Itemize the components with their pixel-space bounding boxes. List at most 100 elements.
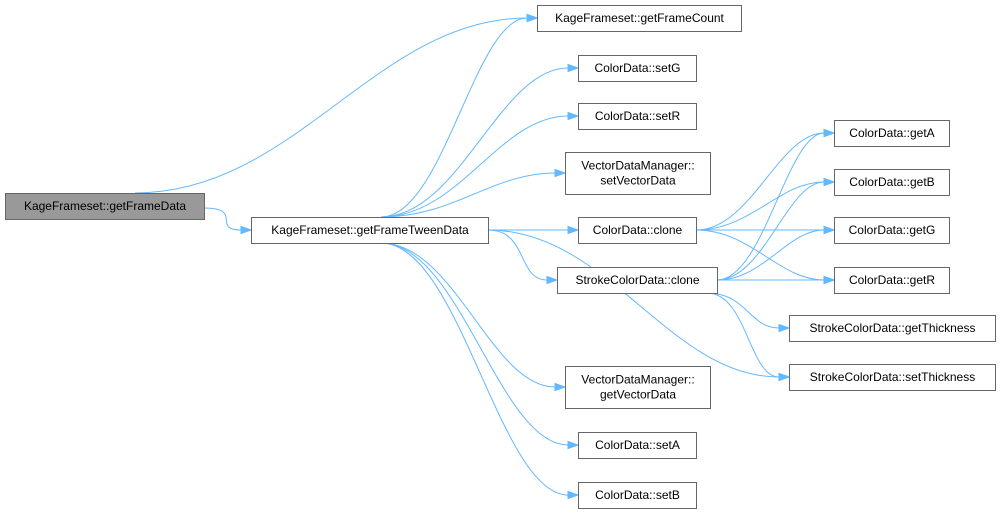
- node-label: StrokeColorData::getThickness: [809, 321, 975, 335]
- node-label: KageFrameset::getFrameData: [24, 199, 186, 213]
- node-box: [537, 5, 742, 32]
- node-label: ColorData::getG: [849, 223, 936, 237]
- node-box: [578, 103, 697, 130]
- node-label: ColorData::setB: [595, 488, 680, 502]
- node-box: [557, 267, 718, 294]
- node-label: ColorData::getB: [849, 175, 934, 189]
- edge-tween-to-setG: [380, 63, 580, 218]
- edge-arrowhead: [546, 275, 559, 285]
- edge-line: [380, 242, 569, 496]
- node-colordata-seta[interactable]: ColorData::setA: [578, 432, 697, 459]
- node-label: ColorData::getA: [849, 126, 934, 140]
- node-label: ColorData::setG: [594, 61, 680, 75]
- node-colordata-geta[interactable]: ColorData::getA: [834, 120, 950, 147]
- node-box: [578, 55, 697, 82]
- edge-line: [380, 242, 556, 388]
- edge-line: [695, 181, 825, 231]
- node-vectordatamanager-setvectordata[interactable]: VectorDataManager::setVectorData: [565, 152, 711, 195]
- node-strokecolordata-clone[interactable]: StrokeColorData::clone: [557, 267, 718, 294]
- edge-line: [380, 115, 569, 218]
- edge-clone-to-getA: [695, 128, 836, 231]
- edge-strokeClone-to-getB: [716, 177, 836, 281]
- node-kageframeset-getframetweendata[interactable]: KageFrameset::getFrameTweenData: [251, 217, 489, 244]
- edge-tween-to-setB: [380, 242, 580, 500]
- edge-arrowhead: [823, 177, 836, 187]
- edge-strokeClone-to-setThick: [706, 292, 791, 382]
- node-colordata-getb[interactable]: ColorData::getB: [834, 169, 950, 196]
- edge-tween-to-count: [380, 13, 539, 218]
- node-box: [578, 432, 697, 459]
- edge-arrowhead: [778, 372, 791, 382]
- node-box: [565, 152, 711, 195]
- node-box: [789, 364, 996, 391]
- edge-arrowhead: [823, 128, 836, 138]
- node-label: VectorDataManager::: [581, 373, 694, 387]
- node-vectordatamanager-getvectordata[interactable]: VectorDataManager::getVectorData: [565, 366, 711, 409]
- edge-line: [203, 207, 242, 231]
- node-box: [834, 169, 950, 196]
- node-label: KageFrameset::getFrameCount: [555, 11, 724, 25]
- node-box: [578, 217, 697, 244]
- edge-line: [716, 132, 825, 281]
- edge-line: [716, 181, 825, 281]
- edge-strokeClone-to-getA: [716, 128, 836, 281]
- edge-arrowhead: [567, 225, 580, 235]
- edge-tween-to-setA: [380, 242, 580, 450]
- node-label: setVectorData: [600, 174, 676, 188]
- node-strokecolordata-setthickness[interactable]: StrokeColorData::setThickness: [789, 364, 996, 391]
- edge-tween-to-setR: [380, 111, 580, 218]
- edge-line: [695, 229, 825, 281]
- edge-arrowhead: [554, 168, 567, 178]
- edge-line: [487, 229, 780, 378]
- node-colordata-getr[interactable]: ColorData::getR: [834, 267, 950, 294]
- node-label: ColorData::clone: [593, 223, 683, 237]
- edge-arrowhead: [567, 111, 580, 121]
- node-box: [834, 217, 950, 244]
- edge-line: [695, 132, 825, 231]
- node-box: [565, 366, 711, 409]
- edge-arrowhead: [567, 63, 580, 73]
- edge-root-to-tween: [203, 207, 253, 235]
- node-box: [578, 482, 697, 509]
- node-box: [834, 267, 950, 294]
- edge-strokeClone-to-getR: [717, 275, 836, 285]
- edge-arrowhead: [554, 382, 567, 392]
- node-colordata-clone[interactable]: ColorData::clone: [578, 217, 697, 244]
- edge-arrowhead: [240, 225, 253, 235]
- edge-line: [706, 292, 780, 378]
- edge-tween-to-setVector: [380, 168, 567, 218]
- edge-strokeClone-to-getG: [716, 225, 836, 281]
- node-colordata-setg[interactable]: ColorData::setG: [578, 55, 697, 82]
- edge-line: [706, 292, 780, 329]
- edge-root-to-count: [134, 13, 539, 194]
- edge-arrowhead: [823, 225, 836, 235]
- node-label: VectorDataManager::: [581, 159, 694, 173]
- node-box: [834, 120, 950, 147]
- node-strokecolordata-getthickness[interactable]: StrokeColorData::getThickness: [789, 315, 996, 342]
- node-colordata-setr[interactable]: ColorData::setR: [578, 103, 697, 130]
- edge-line: [380, 172, 556, 218]
- node-label: ColorData::setR: [595, 109, 681, 123]
- node-label: StrokeColorData::clone: [575, 273, 699, 287]
- edge-line: [380, 242, 569, 446]
- node-kageframeset-getframecount[interactable]: KageFrameset::getFrameCount: [537, 5, 742, 32]
- nodes-layer: KageFrameset::getFrameDataKageFrameset::…: [5, 5, 996, 509]
- edge-tween-to-strokeClone: [487, 229, 559, 285]
- edge-arrowhead: [778, 323, 791, 333]
- edge-line: [134, 17, 528, 194]
- edge-tween-to-getVector: [380, 242, 567, 392]
- node-colordata-getg[interactable]: ColorData::getG: [834, 217, 950, 244]
- edge-arrowhead: [567, 490, 580, 500]
- edge-strokeClone-to-getThick: [706, 292, 791, 333]
- edge-line: [380, 67, 569, 218]
- edge-tween-to-setThick: [487, 229, 791, 382]
- edge-line: [380, 17, 528, 218]
- edge-arrowhead: [567, 440, 580, 450]
- node-kageframeset-getframedata[interactable]: KageFrameset::getFrameData: [5, 193, 205, 220]
- node-label: StrokeColorData::setThickness: [810, 370, 975, 384]
- edge-line: [716, 229, 825, 281]
- node-box: [5, 193, 205, 220]
- node-label: ColorData::getR: [849, 273, 935, 287]
- node-colordata-setb[interactable]: ColorData::setB: [578, 482, 697, 509]
